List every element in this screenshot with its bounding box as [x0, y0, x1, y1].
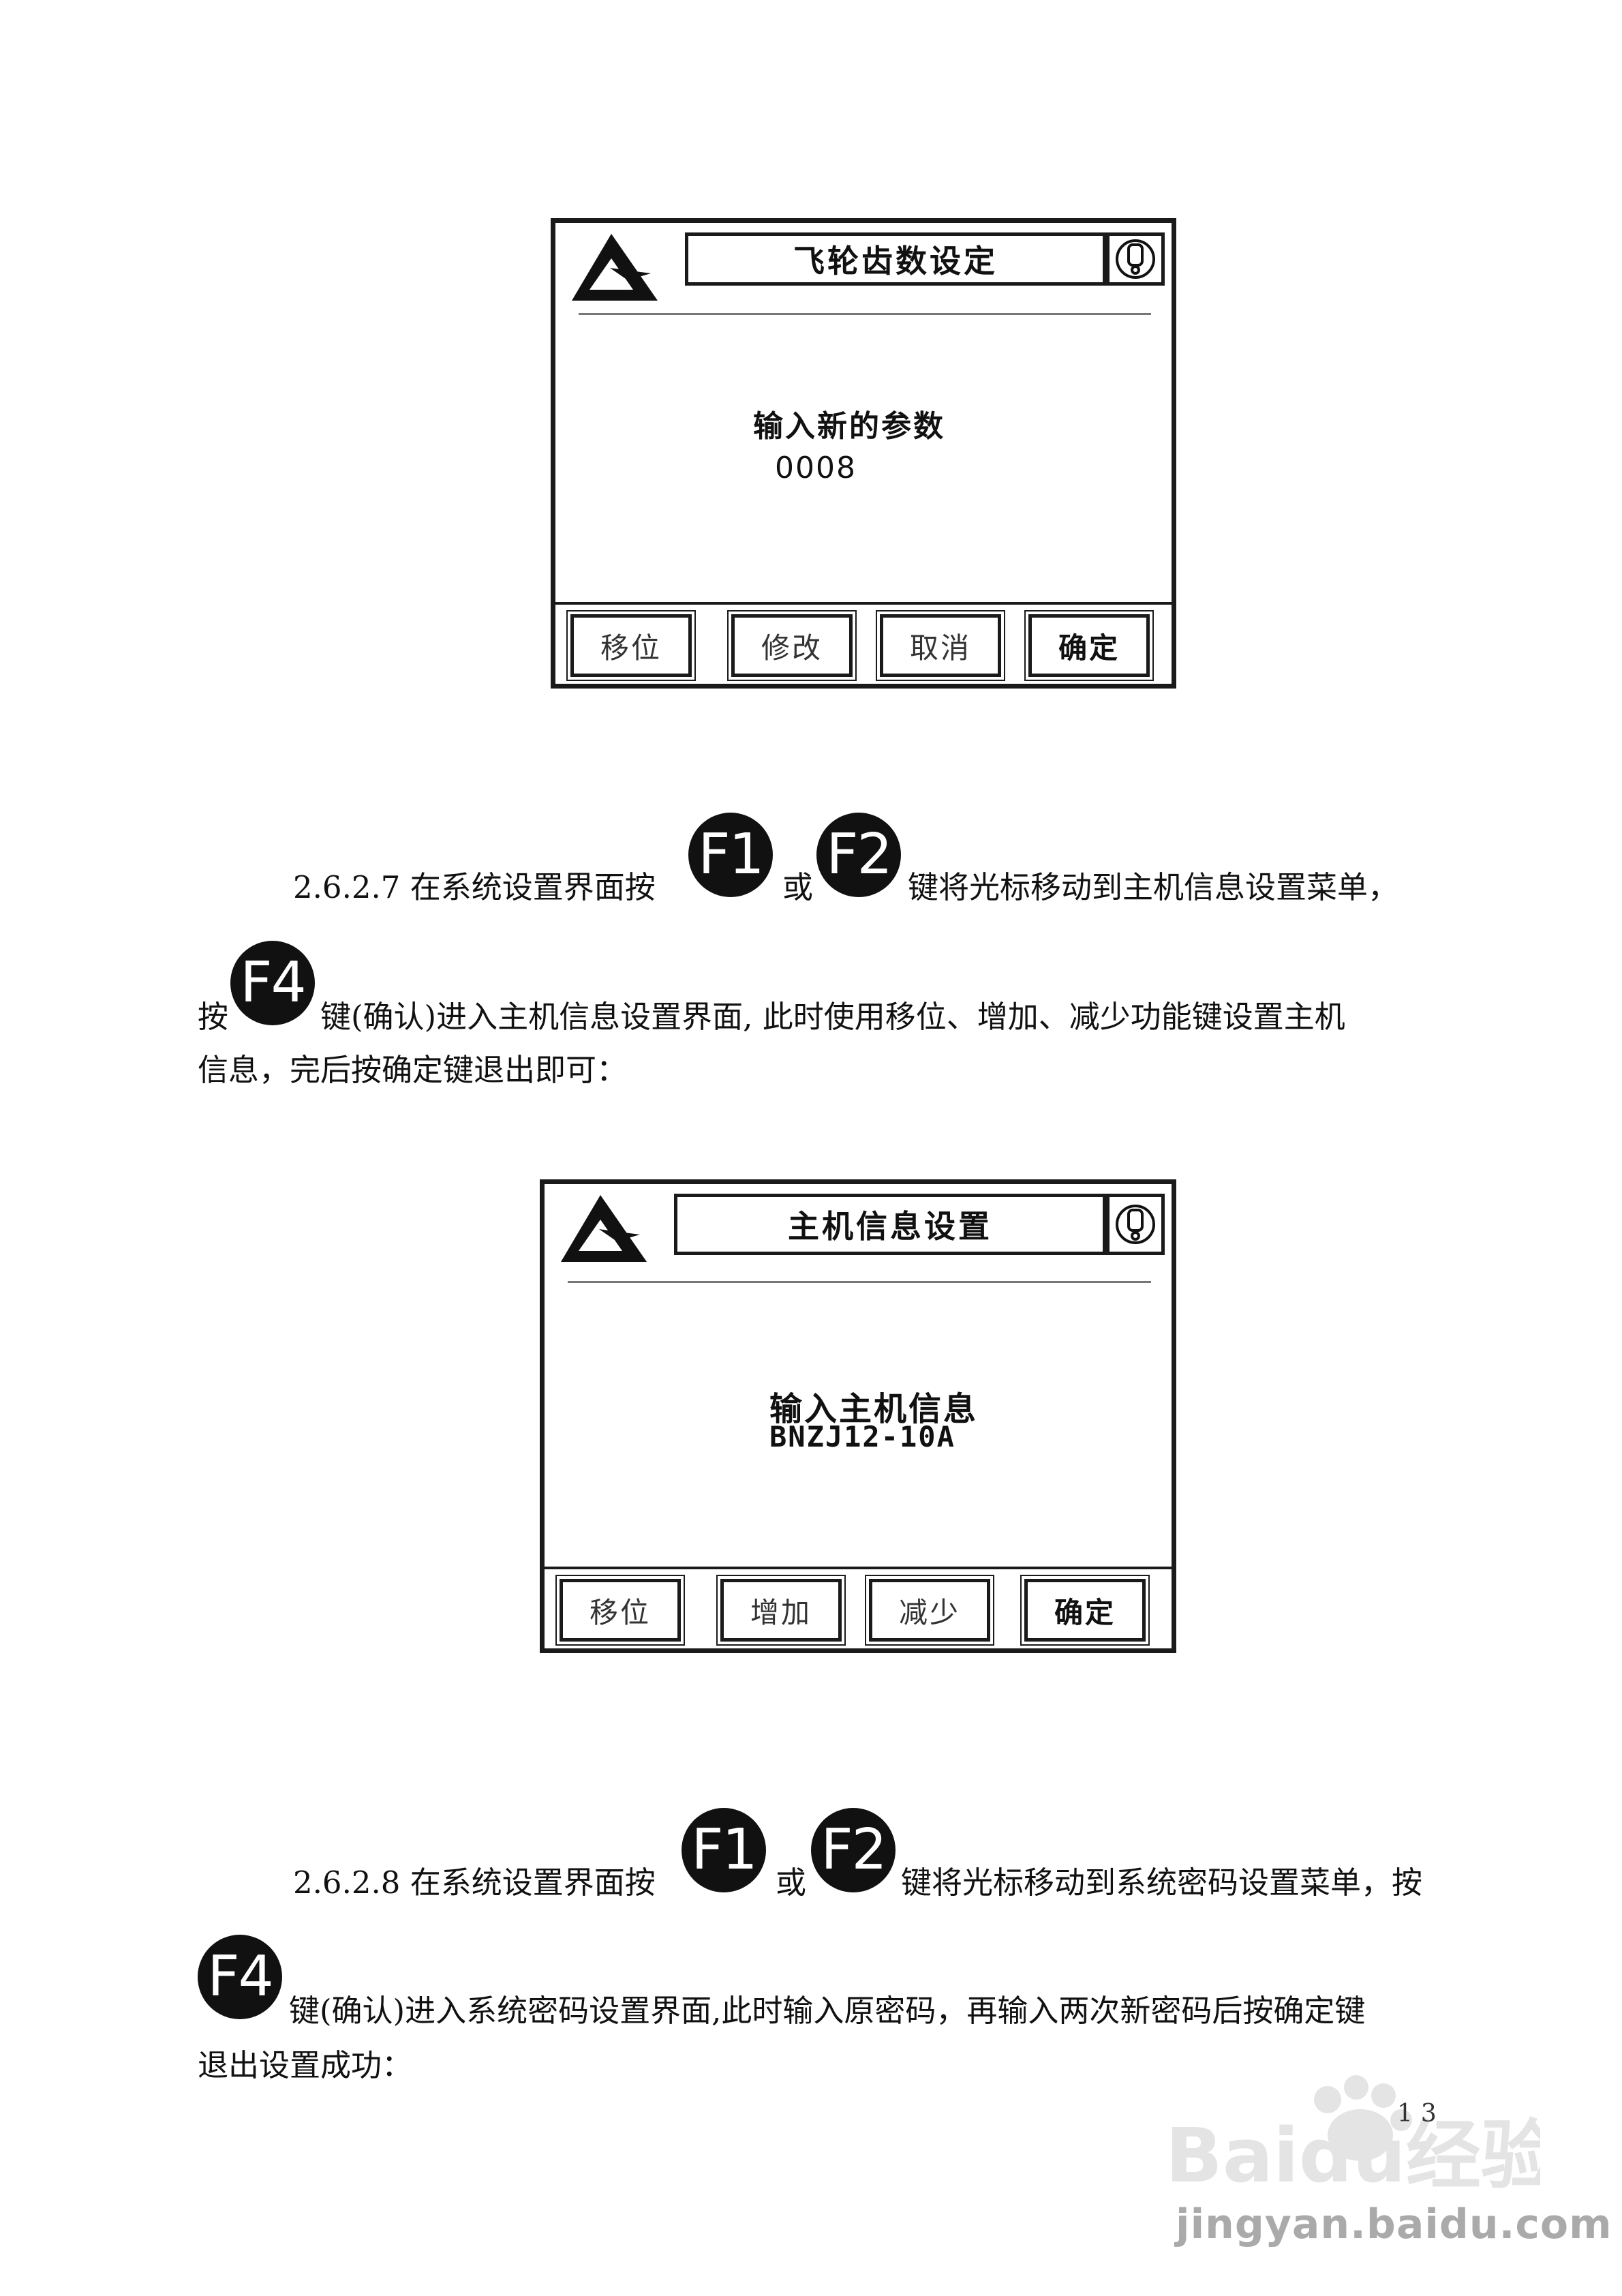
- screen-header: 主机信息设置: [545, 1184, 1172, 1265]
- f2-key-icon: F2: [816, 813, 901, 897]
- watermark-url: jingyan.baidu.com: [1176, 2201, 1612, 2248]
- para-2-6-2-8-line1a: 2.6.2.8 在系统设置界面按: [293, 1864, 656, 1901]
- cancel-button[interactable]: 取消: [876, 610, 1005, 681]
- f1-key-icon: F1: [682, 1808, 766, 1892]
- input-prompt: 输入主机信息: [769, 1390, 979, 1428]
- screen-title: 飞轮齿数设定: [685, 232, 1106, 286]
- header-divider: [579, 313, 1151, 315]
- para-2-6-2-7-line1a: 2.6.2.7 在系统设置界面按: [293, 869, 656, 905]
- brand-logo-icon: [561, 1195, 647, 1262]
- para-2-6-2-8-line1b: 键将光标移动到系统密码设置菜单，按: [901, 1864, 1423, 1901]
- shift-button[interactable]: 移位: [566, 610, 696, 681]
- screen-header: 飞轮齿数设定: [555, 223, 1172, 303]
- modify-button[interactable]: 修改: [727, 610, 857, 681]
- header-divider: [568, 1281, 1151, 1283]
- parameter-value[interactable]: 0008: [775, 451, 857, 485]
- f1-key-icon: F1: [688, 813, 773, 897]
- f4-key-icon: F4: [230, 941, 315, 1025]
- softkey-bar: 移位 修改 取消 确定: [555, 602, 1172, 684]
- lcd-screen-host-info: 主机信息设置 输入主机信息 BNZJ12-10A 移位 增加 减少 确定: [540, 1179, 1176, 1653]
- f4-key-icon: F4: [198, 1935, 282, 2019]
- lcd-screen-flywheel: 飞轮齿数设定 输入新的参数 0008 移位 修改 取消 确定: [551, 218, 1176, 689]
- decrease-button[interactable]: 减少: [865, 1575, 994, 1646]
- shift-button[interactable]: 移位: [555, 1575, 685, 1646]
- para-2-6-2-8-line3: 退出设置成功：: [198, 2047, 413, 2083]
- brand-logo-icon: [572, 234, 658, 301]
- para-2-6-2-7-line1b: 键将光标移动到主机信息设置菜单，: [908, 869, 1399, 905]
- confirm-button[interactable]: 确定: [1020, 1575, 1150, 1646]
- screen-title: 主机信息设置: [674, 1194, 1106, 1255]
- para-2-6-2-8-line2b: 键(确认)进入系统密码设置界面,此时输入原密码，再输入两次新密码后按确定键: [289, 1993, 1366, 2029]
- baidu-watermark-logo: Baidu经验: [1159, 2072, 1556, 2199]
- para-2-6-2-7-line2b: 键(确认)进入主机信息设置界面, 此时使用移位、增加、减少功能键设置主机: [320, 999, 1345, 1035]
- page-number: 13: [1397, 2100, 1445, 2128]
- increase-button[interactable]: 增加: [716, 1575, 846, 1646]
- host-info-value[interactable]: BNZJ12-10A: [769, 1420, 955, 1453]
- para-2-6-2-8-or: 或: [776, 1864, 807, 1901]
- confirm-button[interactable]: 确定: [1024, 610, 1154, 681]
- svg-text:Baidu经验: Baidu经验: [1165, 2112, 1540, 2195]
- lock-icon: [1106, 232, 1165, 286]
- lock-icon: [1106, 1194, 1165, 1255]
- para-2-6-2-7-or: 或: [782, 869, 814, 905]
- softkey-bar: 移位 增加 减少 确定: [545, 1567, 1172, 1648]
- f2-key-icon: F2: [811, 1808, 896, 1892]
- para-2-6-2-7-line3: 信息，完后按确定键退出即可：: [198, 1052, 628, 1088]
- input-prompt: 输入新的参数: [753, 409, 945, 444]
- para-2-6-2-7-line2a: 按: [198, 999, 229, 1035]
